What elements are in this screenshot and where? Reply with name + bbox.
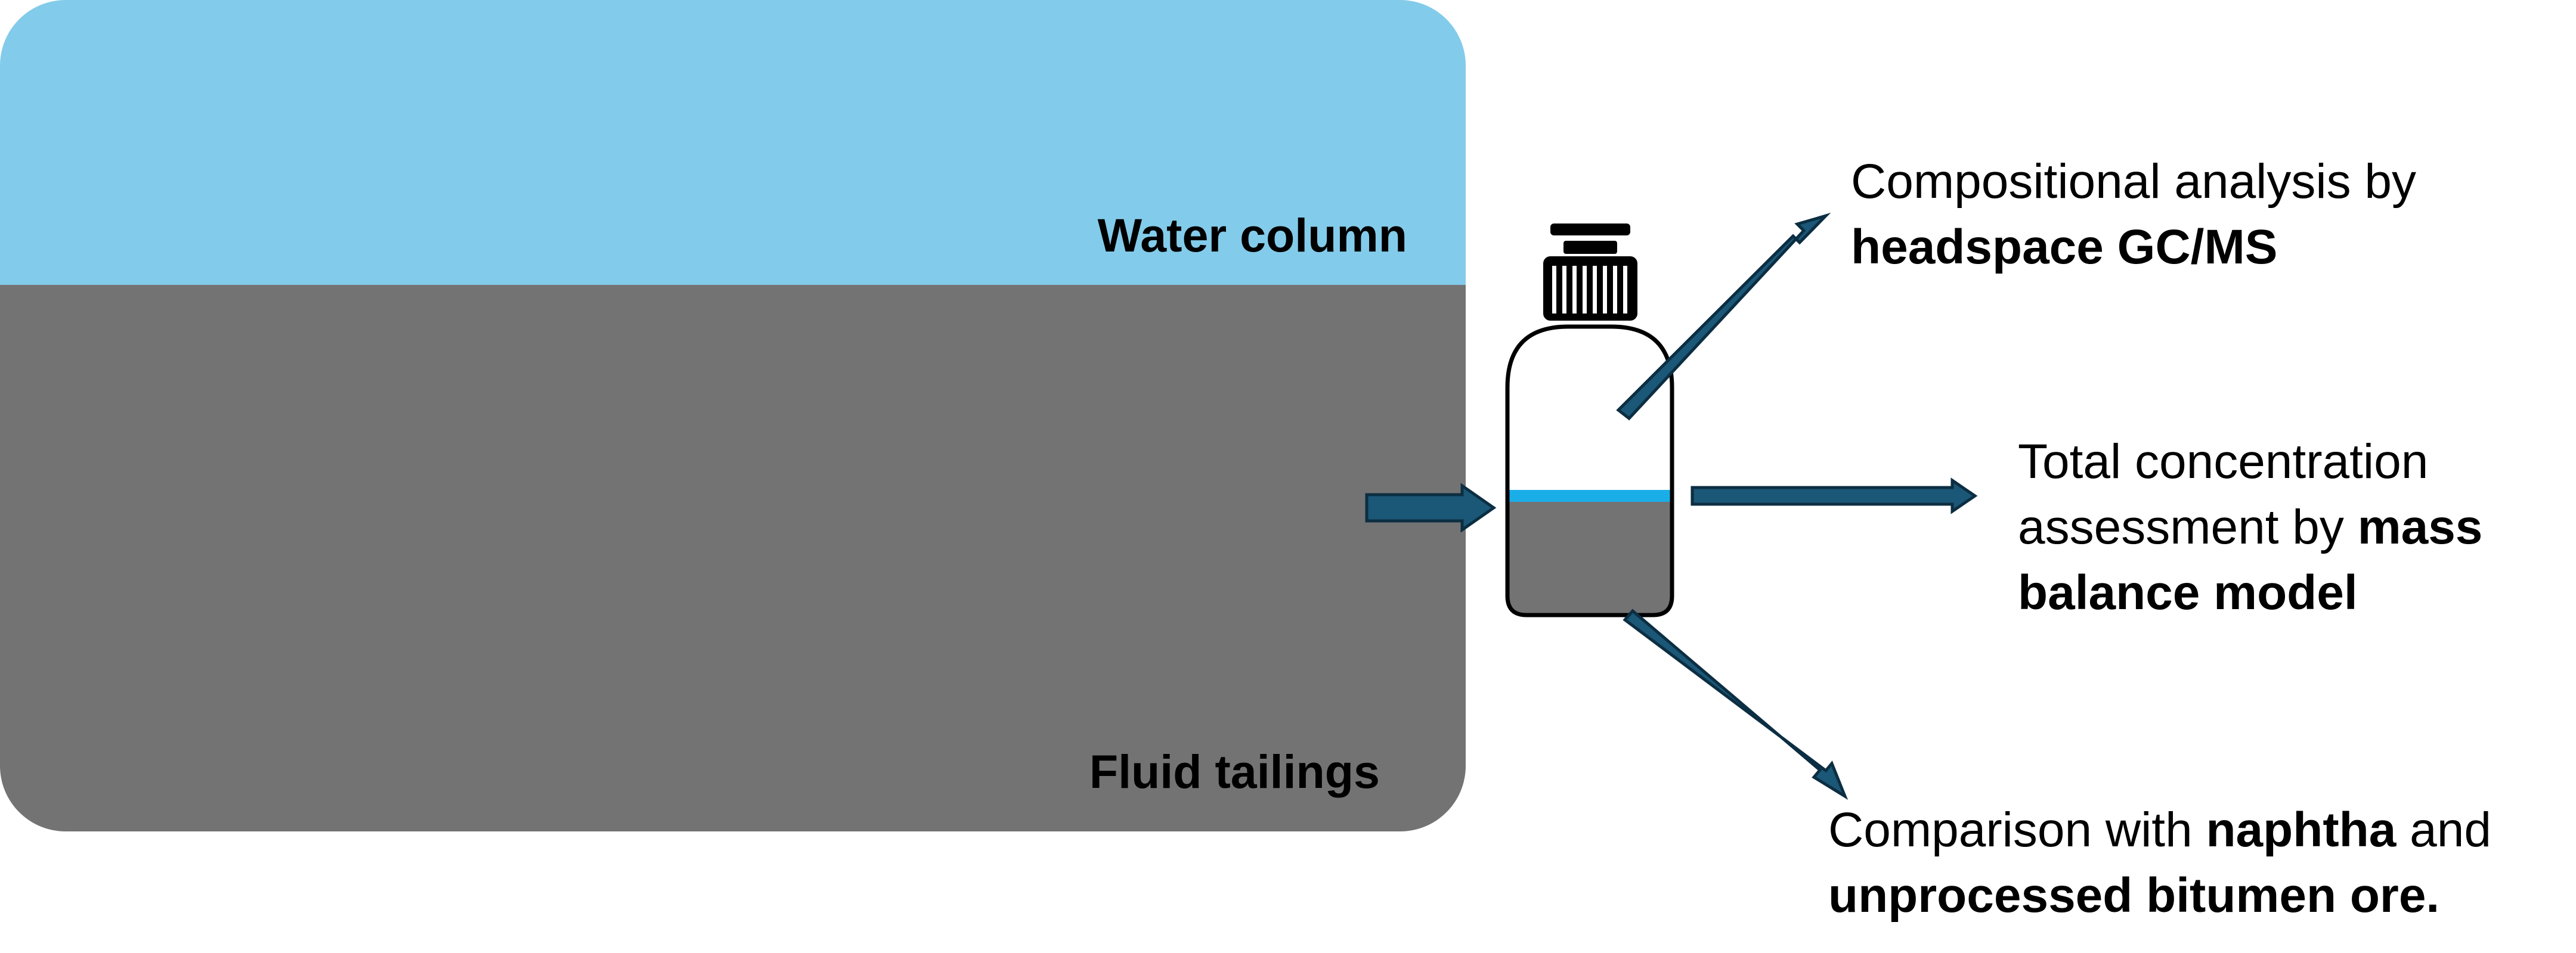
arrow-to-mass-balance (1690, 477, 1978, 514)
water-column-label: Water column (1098, 209, 1407, 262)
fluid-tailings-label: Fluid tailings (1089, 745, 1380, 798)
fluid-tailings-layer (0, 285, 1466, 831)
water-column-layer (0, 0, 1466, 285)
bottle-sample-layer (1507, 490, 1672, 502)
arrow-to-headspace (1616, 212, 1831, 421)
tailings-basin (0, 0, 1466, 831)
sampling-arrow (1365, 483, 1497, 533)
mass-balance-text: Total concentration assessment by mass b… (2018, 434, 2496, 620)
bottle-cap-ribs (1552, 266, 1627, 313)
bottle-tailings-sample (1507, 502, 1672, 615)
comparison-text: Comparison with naphtha and unprocessed … (1828, 803, 2505, 923)
arrow-to-comparison (1623, 609, 1849, 800)
sample-bottle-icon (1505, 223, 1674, 617)
headspace-text: Compositional analysis by headspace GC/M… (1851, 154, 2430, 274)
